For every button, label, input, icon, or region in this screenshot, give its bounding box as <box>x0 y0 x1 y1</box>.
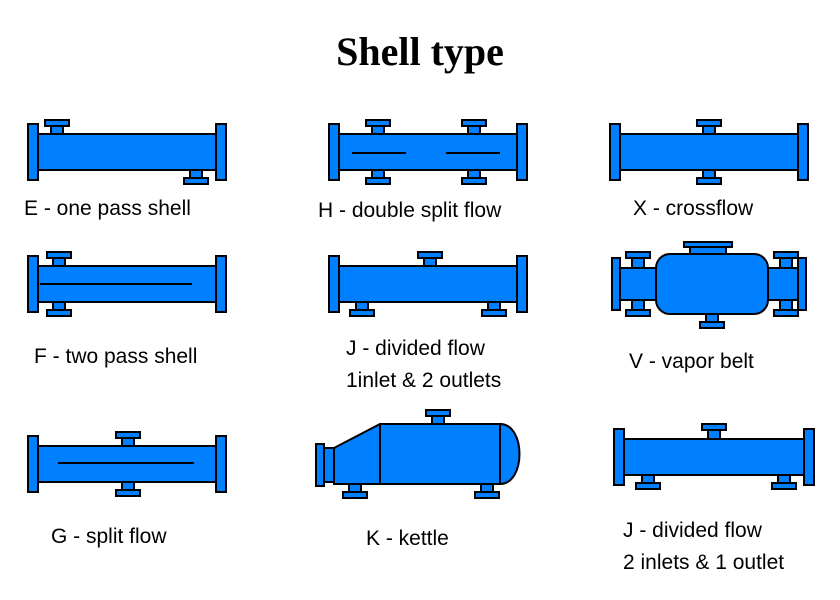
page-title: Shell type <box>336 29 504 74</box>
shell-j-2-inlets-1-outlet <box>613 423 815 490</box>
shell-k-kettle <box>315 409 521 499</box>
label-v: V - vapor belt <box>629 350 754 373</box>
label-x: X - crossflow <box>633 197 754 220</box>
shell-x-crossflow <box>609 119 809 185</box>
label-j1-line2: 1inlet & 2 outlets <box>346 369 502 392</box>
label-f: F - two pass shell <box>34 345 198 368</box>
shell-g-split-flow <box>27 431 227 497</box>
label-g: G - split flow <box>51 525 167 548</box>
shell-j-1-inlet-2-outlets <box>328 251 528 317</box>
label-h: H - double split flow <box>318 199 502 222</box>
label-e: E - one pass shell <box>24 197 191 220</box>
label-k: K - kettle <box>366 527 449 550</box>
shell-f-two-pass <box>27 251 227 317</box>
shell-h-double-split-flow <box>328 119 528 185</box>
label-j1-line1: J - divided flow <box>346 337 485 360</box>
shell-v-vapor-belt <box>611 241 807 329</box>
label-j2-line2: 2 inlets & 1 outlet <box>623 551 785 574</box>
label-j2-line1: J - divided flow <box>623 519 762 542</box>
shell-e-one-pass <box>27 119 227 185</box>
